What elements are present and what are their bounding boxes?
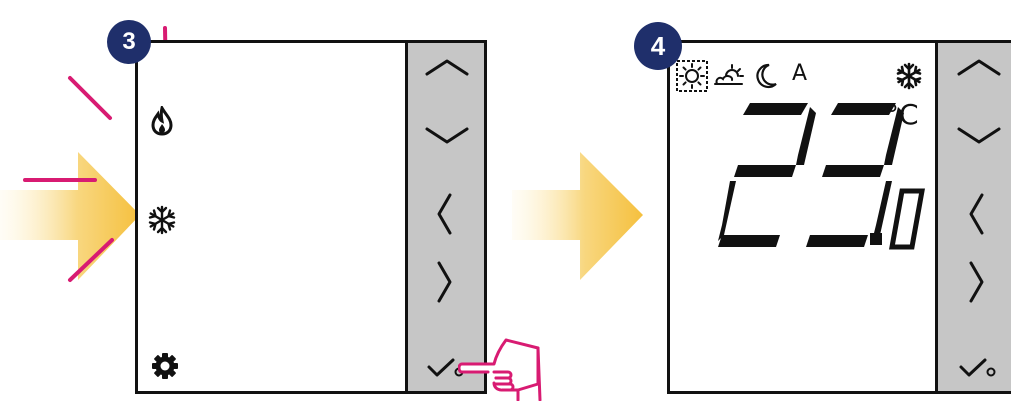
- step-arrow: [512, 152, 643, 280]
- up-button[interactable]: [424, 56, 470, 78]
- flash-ray: [68, 238, 114, 282]
- left-button[interactable]: [434, 192, 456, 236]
- temperature-unit: °C: [885, 98, 919, 131]
- left-button[interactable]: [966, 192, 988, 236]
- keypad-left: [405, 43, 484, 391]
- snowflake-icon: [896, 62, 922, 90]
- gear-icon: [152, 353, 178, 379]
- down-button[interactable]: [424, 125, 470, 147]
- step-badge-4: 4: [634, 22, 682, 70]
- flash-ray: [68, 76, 112, 120]
- mode-letter: A: [792, 61, 808, 86]
- right-button[interactable]: [434, 260, 456, 304]
- confirm-button[interactable]: [958, 357, 998, 379]
- right-button[interactable]: [966, 260, 988, 304]
- pointing-hand-icon: [458, 338, 542, 401]
- moon-icon: [756, 63, 777, 89]
- down-button[interactable]: [956, 125, 1002, 147]
- temperature-display: [718, 103, 925, 250]
- up-button[interactable]: [956, 56, 1002, 78]
- cloud-sun-icon: [714, 64, 744, 85]
- step-badge-3: 3: [107, 20, 151, 64]
- snowflake-icon: [148, 205, 176, 235]
- sun-icon: [676, 60, 708, 92]
- flame-icon: [151, 106, 173, 136]
